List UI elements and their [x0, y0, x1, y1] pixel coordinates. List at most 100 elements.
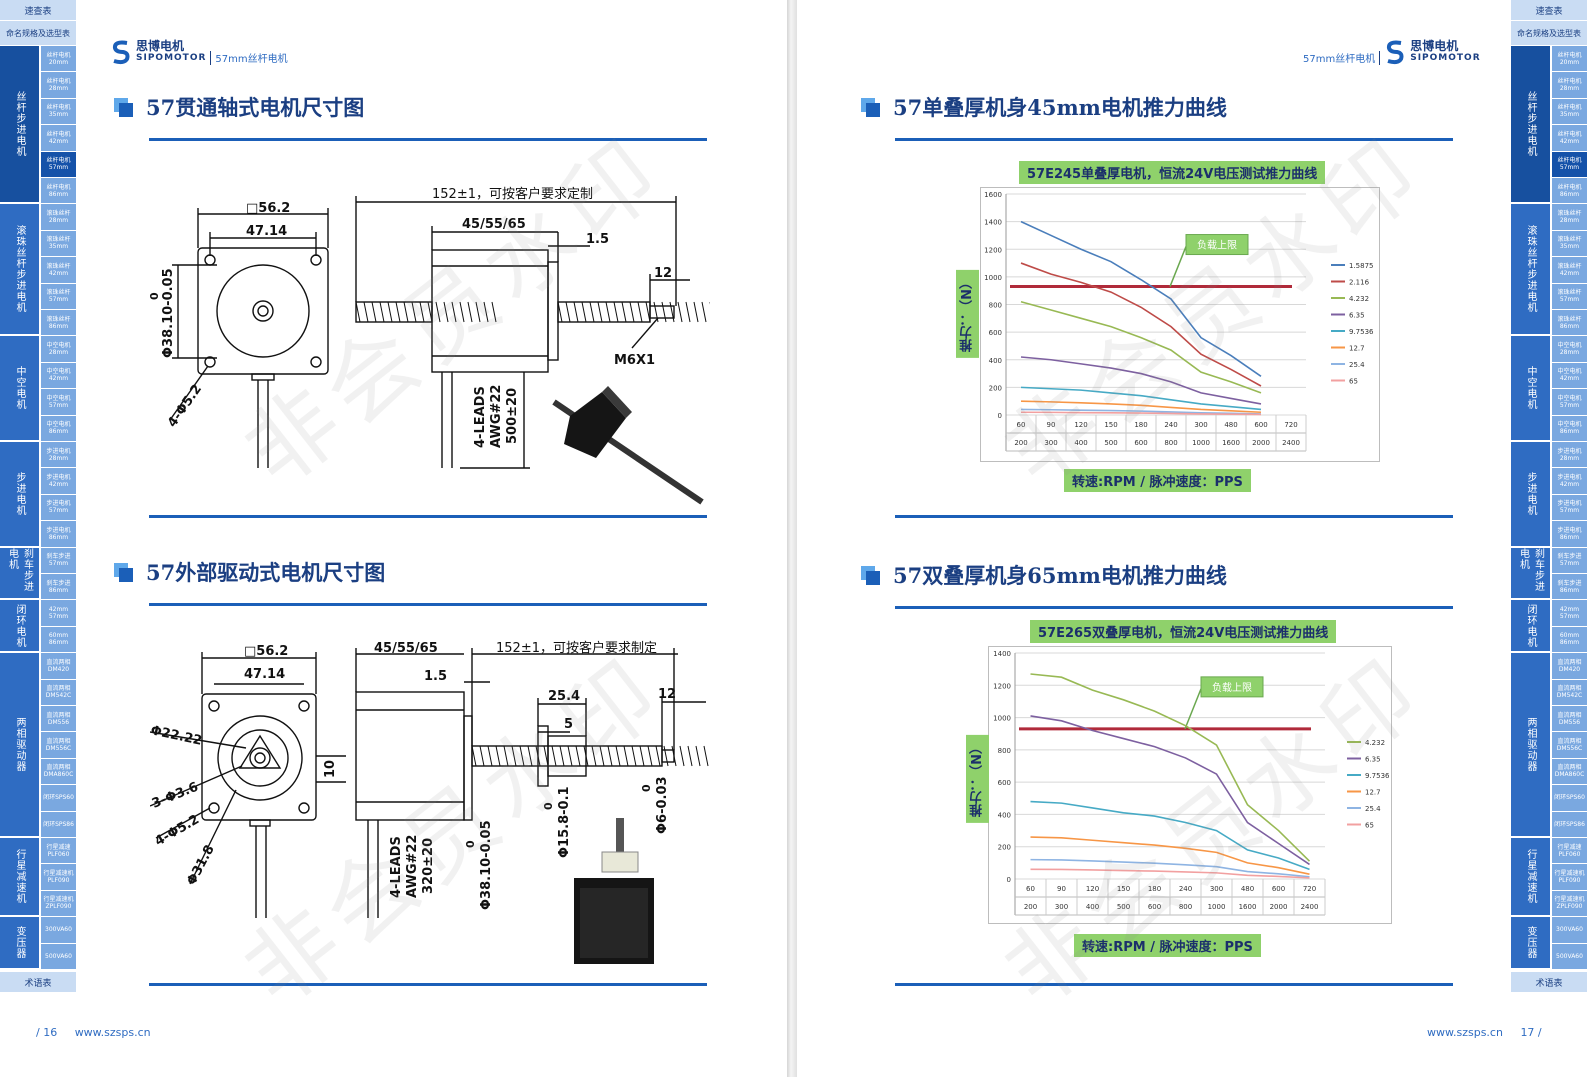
series-line	[1030, 715, 1310, 866]
nav-category[interactable]: 行星减速机	[1511, 838, 1550, 918]
nav-quick-reference[interactable]: 速查表	[0, 0, 76, 21]
nav-subitem[interactable]: 丝杆电机20mm	[41, 46, 76, 73]
nav-category[interactable]: 刹车步进电机	[1511, 547, 1550, 601]
nav-subitem[interactable]: 300VA60	[1552, 917, 1587, 944]
nav-subitem[interactable]: 滚珠丝杆57mm	[1552, 283, 1587, 310]
nav-subitem[interactable]: 闭环SPS86	[1552, 811, 1587, 838]
nav-category[interactable]: 步进电机	[1511, 442, 1550, 548]
nav-category[interactable]: 步进电机	[0, 442, 39, 548]
nav-glossary[interactable]: 术语表	[0, 972, 76, 993]
nav-subitem[interactable]: 步进电机86mm	[41, 521, 76, 548]
nav-subitem[interactable]: 直流两相DM556	[41, 705, 76, 733]
nav-subitem[interactable]: 丝杆电机28mm	[1552, 72, 1587, 99]
nav-subitem[interactable]: 刹车步进57mm	[41, 547, 76, 574]
nav-subitem[interactable]: 60mm 86mm	[1552, 626, 1587, 654]
nav-subitem[interactable]: 步进电机57mm	[41, 494, 76, 522]
nav-subitem[interactable]: 60mm 86mm	[41, 626, 76, 654]
nav-subitem[interactable]: 中空电机57mm	[41, 389, 76, 416]
nav-category[interactable]: 变压器	[1511, 917, 1550, 970]
nav-subitem[interactable]: 直流两相DM556C	[41, 732, 76, 759]
nav-subitem[interactable]: 中空电机42mm	[41, 362, 76, 390]
nav-subitem[interactable]: 闭环SPS60	[1552, 785, 1587, 812]
nav-category[interactable]: 滚珠丝杆步进电机	[1511, 204, 1550, 337]
nav-subitem[interactable]: 丝杆电机42mm	[41, 125, 76, 152]
nav-subitem[interactable]: 丝杆电机57mm	[41, 151, 76, 178]
nav-category[interactable]: 丝杆步进电机	[0, 46, 39, 205]
nav-subitem[interactable]: 500VA60	[1552, 943, 1587, 970]
nav-subitem[interactable]: 步进电机57mm	[1552, 494, 1587, 522]
nav-subitem[interactable]: 丝杆电机86mm	[1552, 178, 1587, 205]
nav-subitem[interactable]: 500VA60	[41, 943, 76, 970]
nav-subitem[interactable]: 刹车步进86mm	[1552, 573, 1587, 601]
nav-subitem[interactable]: 步进电机86mm	[1552, 521, 1587, 548]
nav-subitem[interactable]: 直流两相DM542C	[1552, 679, 1587, 706]
nav-category[interactable]: 丝杆步进电机	[1511, 46, 1550, 205]
nav-category[interactable]: 闭环电机	[0, 600, 39, 654]
website-link[interactable]: www.szsps.cn	[1427, 1026, 1503, 1039]
nav-subitem[interactable]: 刹车步进86mm	[41, 573, 76, 601]
nav-subitem[interactable]: 中空电机28mm	[1552, 336, 1587, 363]
nav-subitem[interactable]: 滚珠丝杆86mm	[41, 309, 76, 337]
nav-subitem[interactable]: 丝杆电机28mm	[41, 72, 76, 99]
nav-subitem[interactable]: 步进电机42mm	[1552, 468, 1587, 495]
nav-subitem[interactable]: 滚珠丝杆42mm	[41, 257, 76, 284]
nav-subitem[interactable]: 步进电机28mm	[41, 442, 76, 469]
nav-subitem[interactable]: 丝杆电机35mm	[1552, 98, 1587, 126]
nav-subitem[interactable]: 直流两相DM556C	[1552, 732, 1587, 759]
nav-subitem[interactable]: 直流两相DMA860C	[1552, 758, 1587, 786]
nav-subitem[interactable]: 闭环SPS86	[41, 811, 76, 838]
nav-category[interactable]: 闭环电机	[1511, 600, 1550, 654]
nav-category[interactable]: 变压器	[0, 917, 39, 970]
nav-category[interactable]: 中空电机	[0, 336, 39, 442]
nav-subitem[interactable]: 中空电机57mm	[1552, 389, 1587, 416]
nav-subitem[interactable]: 丝杆电机42mm	[1552, 125, 1587, 152]
nav-glossary[interactable]: 术语表	[1511, 972, 1587, 993]
nav-subitem[interactable]: 42mm 57mm	[1552, 600, 1587, 627]
nav-subitem[interactable]: 直流两相DMA860C	[41, 758, 76, 786]
nav-subitem[interactable]: 中空电机86mm	[41, 415, 76, 442]
nav-subitem[interactable]: 丝杆电机86mm	[41, 178, 76, 205]
nav-category[interactable]: 中空电机	[1511, 336, 1550, 442]
x-tick-label-pps: 500	[1117, 903, 1130, 911]
nav-subitem[interactable]: 42mm 57mm	[41, 600, 76, 627]
nav-subitem[interactable]: 直流两相DM420	[1552, 653, 1587, 680]
nav-subitem[interactable]: 行星减速机PLF090	[41, 864, 76, 891]
nav-category[interactable]: 两相驱动器	[0, 653, 39, 838]
nav-subitem[interactable]: 刹车步进57mm	[1552, 547, 1587, 574]
nav-subitem[interactable]: 滚珠丝杆28mm	[41, 204, 76, 231]
nav-category[interactable]: 两相驱动器	[1511, 653, 1550, 838]
nav-subitem[interactable]: 丝杆电机35mm	[41, 98, 76, 126]
nav-subitem[interactable]: 行星减速PLF060	[1552, 838, 1587, 865]
nav-naming-selection[interactable]: 命名规格及选型表	[1511, 21, 1587, 46]
nav-subitem[interactable]: 行星减速机ZPLF090	[1552, 890, 1587, 918]
nav-subitem[interactable]: 中空电机86mm	[1552, 415, 1587, 442]
website-link[interactable]: www.szsps.cn	[74, 1026, 151, 1039]
section-divider	[895, 983, 1453, 986]
nav-subitem[interactable]: 滚珠丝杆42mm	[1552, 257, 1587, 284]
nav-subitem[interactable]: 300VA60	[41, 917, 76, 944]
nav-subitem[interactable]: 闭环SPS60	[41, 785, 76, 812]
nav-subitem[interactable]: 滚珠丝杆28mm	[1552, 204, 1587, 231]
nav-subitem[interactable]: 行星减速PLF060	[41, 838, 76, 865]
nav-subitem[interactable]: 丝杆电机20mm	[1552, 46, 1587, 73]
nav-subitem[interactable]: 直流两相DM556	[1552, 705, 1587, 733]
nav-subitem[interactable]: 滚珠丝杆35mm	[41, 230, 76, 258]
nav-subitem[interactable]: 行星减速机PLF090	[1552, 864, 1587, 891]
nav-subitem[interactable]: 中空电机42mm	[1552, 362, 1587, 390]
nav-subitem[interactable]: 滚珠丝杆57mm	[41, 283, 76, 310]
nav-category[interactable]: 滚珠丝杆步进电机	[0, 204, 39, 337]
nav-subitem[interactable]: 直流两相DM420	[41, 653, 76, 680]
nav-subitem[interactable]: 直流两相DM542C	[41, 679, 76, 706]
nav-category[interactable]: 行星减速机	[0, 838, 39, 918]
nav-subitem[interactable]: 滚珠丝杆86mm	[1552, 309, 1587, 337]
nav-subitem[interactable]: 步进电机28mm	[1552, 442, 1587, 469]
nav-subitem[interactable]: 丝杆电机57mm	[1552, 151, 1587, 178]
nav-category[interactable]: 刹车步进电机	[0, 547, 39, 601]
nav-naming-selection[interactable]: 命名规格及选型表	[0, 21, 76, 46]
nav-subitem[interactable]: 步进电机42mm	[41, 468, 76, 495]
nav-subitem[interactable]: 中空电机28mm	[41, 336, 76, 363]
nav-quick-reference[interactable]: 速查表	[1511, 0, 1587, 21]
nav-subitem[interactable]: 滚珠丝杆35mm	[1552, 230, 1587, 258]
nav-subitem[interactable]: 行星减速机ZPLF090	[41, 890, 76, 918]
